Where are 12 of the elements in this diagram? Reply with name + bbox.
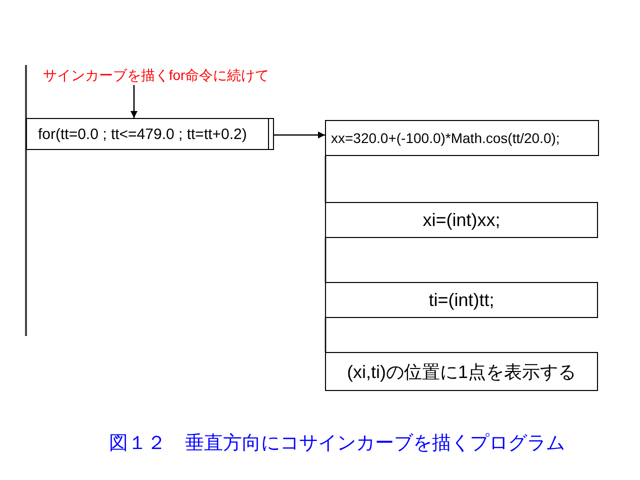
connector-line [324, 238, 326, 282]
connector-line [324, 156, 326, 202]
process-box: ti=(int)tt; [325, 282, 598, 318]
caption: 図１２ 垂直方向にコサインカーブを描くプログラム [108, 432, 566, 456]
loop-box: for(tt=0.0 ; tt<=479.0 ; tt=tt+0.2) [26, 118, 274, 150]
process-box: xx=320.0+(-100.0)*Math.cos(tt/20.0); [325, 120, 599, 156]
arrow [130, 85, 138, 118]
process-box: (xi,ti)の位置に1点を表示する [325, 352, 598, 391]
arrow [274, 132, 325, 138]
connector-line [324, 318, 326, 352]
process-box: xi=(int)xx; [325, 202, 598, 238]
annotation-text: サインカーブを描くfor命令に続けて [40, 66, 272, 85]
